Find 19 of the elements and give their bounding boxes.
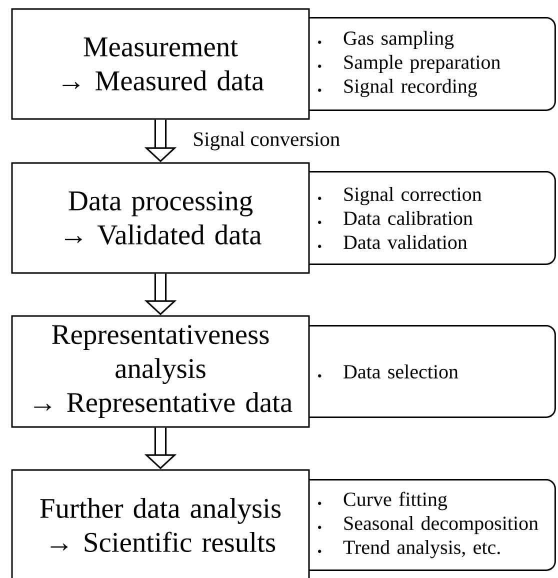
bullet-list-box: Signal correction Data calibration Data validation	[308, 171, 556, 265]
node-label: Signal recording	[344, 78, 478, 98]
process-box: Measurement → Measured data	[11, 8, 310, 120]
node-label: Curve fitting	[344, 492, 448, 510]
bullet-list-box: Data selection	[308, 325, 556, 418]
node-label: Seasonal decomposition	[344, 516, 538, 534]
node-label: Sample preparation	[344, 54, 500, 74]
bullet-list-box: Gas sampling Sample preparation Signal recording	[308, 17, 556, 111]
process-box: Representativeness analysis → Representative data	[11, 315, 310, 428]
process-box: Further data analysis → Scientific results	[11, 469, 310, 578]
node-label: Gas sampling	[344, 30, 454, 50]
node-label: Trend analysis, etc.	[343, 540, 500, 558]
bullet-list-box: Curve fitting Seasonal decomposition Trend analysis, etc.	[308, 479, 556, 571]
node-label: Data validation	[344, 234, 468, 250]
node-label: Signal correction	[344, 186, 482, 206]
process-box: Data processing → Validated data	[11, 162, 310, 274]
edge-label: Signal conversion	[194, 132, 340, 150]
node-label: Data selection	[344, 364, 458, 379]
node-label: Data calibration	[344, 210, 473, 226]
